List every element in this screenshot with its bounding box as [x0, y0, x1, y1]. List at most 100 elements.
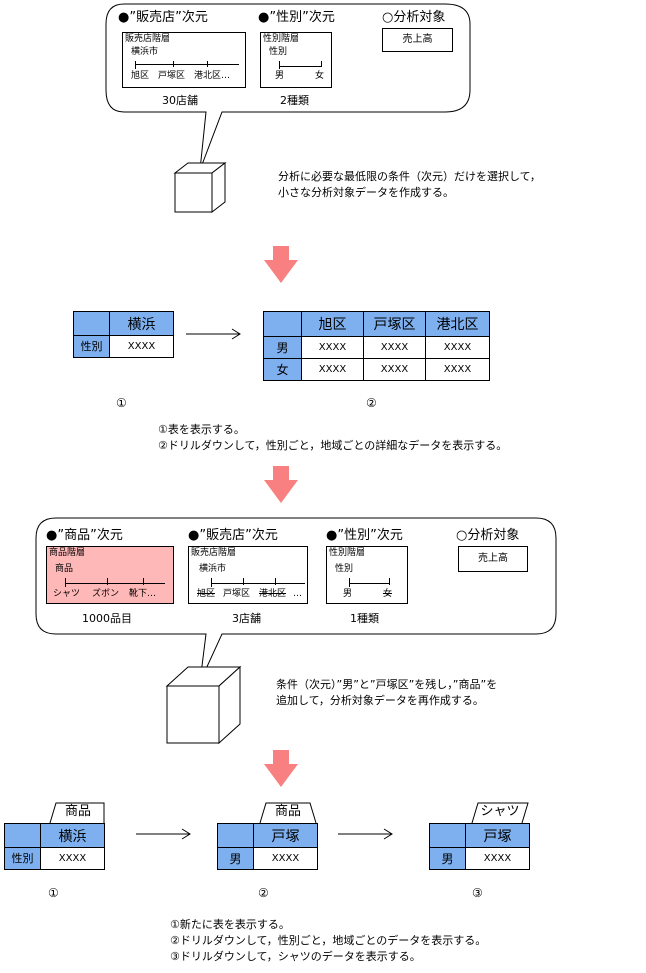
dimension-title-store: ●”販売店”次元: [188, 528, 278, 543]
small-table-1: 横浜 性別 XXXX: [73, 311, 174, 358]
target-value-box: 売上高: [458, 546, 528, 572]
table-row-label: 性別: [73, 335, 110, 358]
table-cell: XXXX: [109, 335, 174, 358]
target-value-box: 売上高: [382, 28, 453, 52]
gender-hierarchy-label: 性別階層: [329, 548, 366, 558]
down-arrow-icon: [264, 750, 298, 787]
target-title: ○分析対象: [456, 528, 520, 543]
table-header: 戸塚区: [363, 311, 426, 337]
right-arrow-icon: [136, 828, 191, 840]
gender-level-label: 性別: [269, 47, 288, 57]
store-level-label: 横浜市: [131, 47, 159, 57]
gender-hierarchy-label: 性別階層: [263, 34, 300, 44]
table-cell: XXXX: [301, 358, 364, 381]
table-cell: XXXX: [425, 336, 490, 359]
dimension-tab: シャツ: [480, 804, 520, 819]
gender-hierarchy-box: 性別階層 性別 男 女: [260, 32, 332, 88]
gender-count: 2種類: [280, 94, 309, 107]
dimension-tab-shape: [49, 802, 105, 824]
dimension-title-gender: ●”性別”次元: [258, 10, 335, 25]
dimension-tab: 商品: [274, 804, 301, 819]
right-arrow-icon: [186, 328, 241, 340]
store-leaf: 港北区…: [194, 71, 231, 81]
note-4-line: ①新たに表を表示する。: [170, 918, 290, 931]
store-hierarchy-box: 販売店階層 横浜市 旭区 戸塚区 港北区 …: [188, 546, 308, 604]
note-4-line: ③ドリルダウンして，シャツのデータを表示する。: [170, 950, 421, 963]
product-count: 1000品目: [82, 612, 132, 625]
gender-leaf: 女: [315, 71, 325, 81]
step-number: ③: [472, 886, 483, 900]
store-hierarchy-box: 販売店階層 横浜市 旭区 戸塚区 港北区…: [122, 32, 246, 88]
table-header: 戸塚: [465, 823, 530, 848]
table-row-label: 性別: [4, 847, 41, 870]
table-row-label: 女: [263, 358, 302, 381]
gender-level-label: 性別: [335, 564, 354, 574]
result-table-2: 戸塚 男 XXXX: [217, 823, 318, 870]
store-count: 30店舗: [162, 94, 198, 107]
table-cell: XXXX: [40, 847, 105, 870]
product-hierarchy-box: 商品階層 商品 シャツ ズボン 靴下…: [46, 546, 174, 604]
result-table-3: 戸塚 男 XXXX: [429, 823, 530, 870]
dimension-tab-shape: [259, 802, 317, 824]
product-leaf: 靴下…: [129, 589, 157, 599]
dimension-tab-shape: [471, 802, 529, 824]
gender-hierarchy-box: 性別階層 性別 男 女: [326, 546, 408, 604]
gender-leaf: 男: [275, 71, 285, 81]
dimension-title-store: ●”販売店”次元: [118, 10, 208, 25]
table-cell: XXXX: [301, 336, 364, 359]
gender-count: 1種類: [350, 612, 379, 625]
dimension-title-product: ●”商品”次元: [46, 528, 123, 543]
note-1-line: 分析に必要な最低限の条件（次元）だけを選択して，: [278, 170, 541, 183]
large-table-1: 旭区 戸塚区 港北区 男 XXXX XXXX XXXX 女 XXXX XXXX …: [263, 311, 490, 381]
note-4-line: ②ドリルダウンして，性別ごと，地域ごとのデータを表示する。: [170, 934, 487, 947]
product-hierarchy-label: 商品階層: [49, 548, 86, 558]
store-hierarchy-label: 販売店階層: [191, 548, 237, 558]
dimension-title-gender: ●”性別”次元: [326, 528, 403, 543]
product-leaf: シャツ: [53, 589, 81, 599]
table-header: 旭区: [301, 311, 364, 337]
bubble-1-shape: [105, 3, 471, 171]
down-arrow-icon: [264, 246, 298, 283]
right-arrow-icon: [338, 828, 393, 840]
table-cell: XXXX: [363, 336, 426, 359]
cube-icon: [165, 665, 242, 745]
table-header: 横浜: [40, 823, 105, 848]
note-2-line: ②ドリルダウンして，性別ごと，地域ごとの詳細なデータを表示する。: [158, 439, 508, 452]
table-cell: XXXX: [253, 847, 318, 870]
store-leaf: 戸塚区: [223, 589, 251, 599]
result-table-1: 横浜 性別 XXXX: [4, 823, 105, 870]
gender-leaf-removed: 女: [383, 589, 393, 599]
note-3-line: 条件（次元）”男”と”戸塚区”を残し，”商品”を: [276, 678, 498, 691]
note-2-line: ①表を表示する。: [158, 423, 245, 436]
product-level-label: 商品: [55, 564, 74, 574]
dimension-tab: 商品: [64, 804, 91, 819]
table-header: 戸塚: [253, 823, 318, 848]
note-3-line: 追加して，分析対象データを再作成する。: [276, 694, 484, 707]
store-count: 3店舗: [232, 612, 261, 625]
store-level-label: 横浜市: [199, 564, 227, 574]
table-header: 横浜: [109, 311, 174, 336]
table-cell: XXXX: [425, 358, 490, 381]
down-arrow-icon: [264, 466, 298, 503]
store-leaf: 旭区: [131, 71, 150, 81]
step-number: ①: [48, 886, 59, 900]
table-header: 港北区: [425, 311, 490, 337]
store-leaf-removed: 港北区: [259, 589, 287, 599]
store-leaf: 戸塚区: [158, 71, 186, 81]
table-cell: XXXX: [363, 358, 426, 381]
table-row-label: 男: [429, 847, 466, 870]
product-leaf: ズボン: [92, 589, 120, 599]
store-leaf: …: [293, 589, 302, 599]
table-row-label: 男: [217, 847, 254, 870]
store-leaf-removed: 旭区: [197, 589, 216, 599]
step-number: ②: [366, 396, 377, 410]
gender-leaf: 男: [343, 589, 353, 599]
store-hierarchy-label: 販売店階層: [125, 34, 171, 44]
note-1-line: 小さな分析対象データを作成する。: [278, 186, 454, 199]
table-row-label: 男: [263, 336, 302, 359]
step-number: ②: [258, 886, 269, 900]
step-number: ①: [116, 396, 127, 410]
table-cell: XXXX: [465, 847, 530, 870]
cube-icon: [173, 161, 227, 214]
